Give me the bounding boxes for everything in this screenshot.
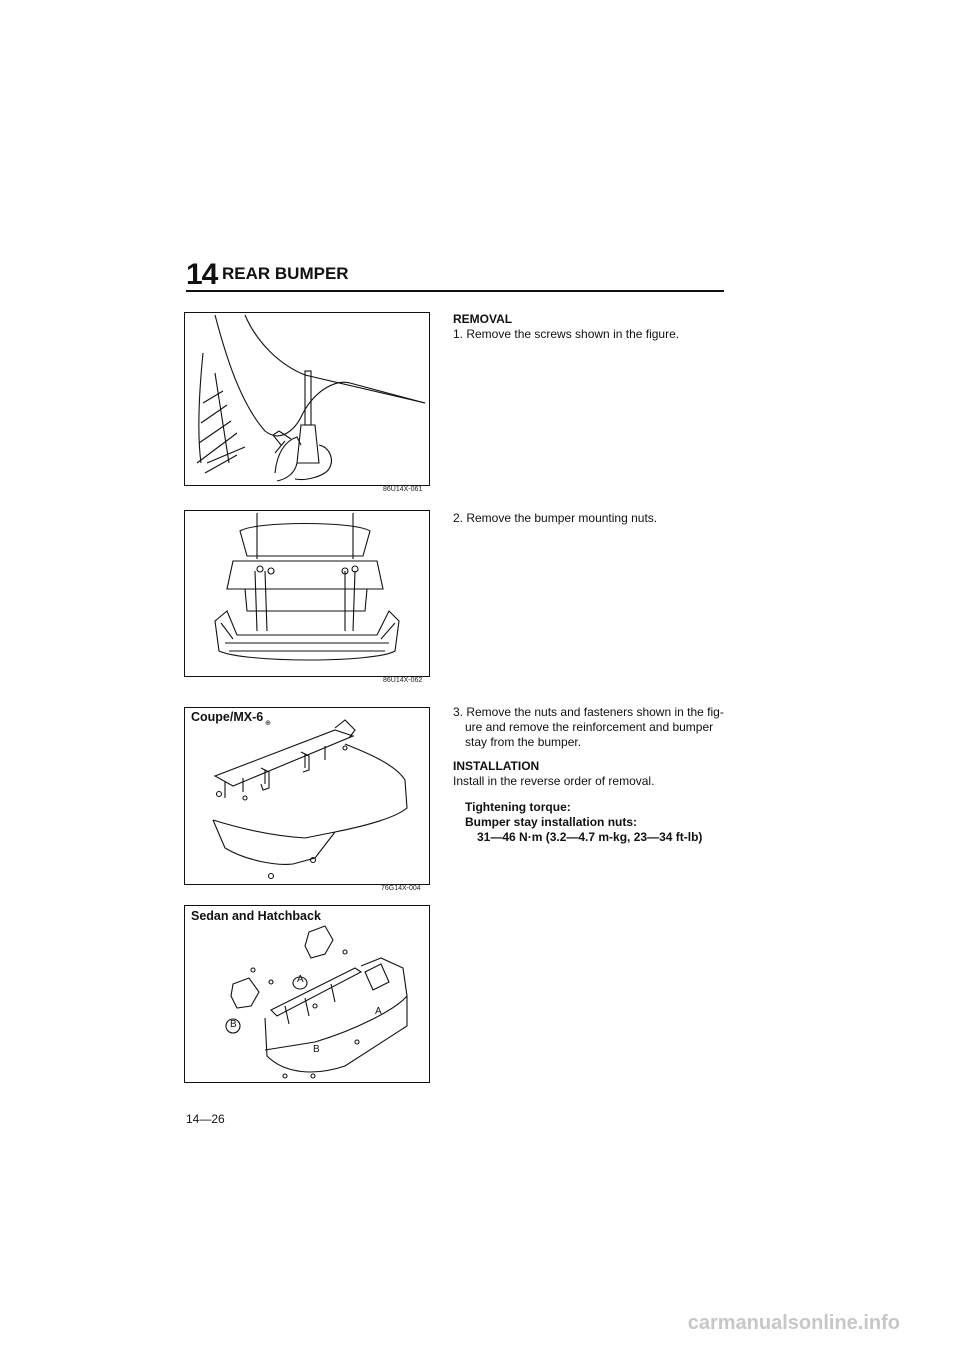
removal-step-1: 1. Remove the screws shown in the figure… xyxy=(453,327,680,341)
figure-label-coupe: Coupe/MX-6 xyxy=(191,710,264,724)
screw-removal-illustration xyxy=(196,314,426,482)
removal-step-3-line-2: ure and remove the reinforcement and bum… xyxy=(465,720,714,734)
figure-label-sedan: Sedan and Hatchback xyxy=(191,909,321,923)
figure-code-3: 76G14X-004 xyxy=(381,885,421,892)
figure-code-1: 86U14X-061 xyxy=(383,486,423,493)
callout-b-lower: B xyxy=(313,1044,320,1055)
callout-a-upper: A xyxy=(297,974,304,985)
figure-sedan-hatchback: Sedan and Hatchback A A B B xyxy=(184,905,430,1083)
svg-text:⊕: ⊕ xyxy=(265,720,271,727)
callout-a-right: A xyxy=(375,1006,382,1017)
installation-heading: INSTALLATION xyxy=(453,759,540,773)
figure-mounting-nuts xyxy=(184,510,430,677)
torque-heading: Tightening torque: xyxy=(465,800,571,814)
installation-text: Install in the reverse order of removal. xyxy=(453,774,655,788)
removal-step-3-line-1: 3. Remove the nuts and fasteners shown i… xyxy=(453,705,724,719)
removal-step-3-line-3: stay from the bumper. xyxy=(465,735,582,749)
page-number: 14—26 xyxy=(186,1112,225,1126)
figure-screw-removal xyxy=(184,312,430,486)
figure-code-2: 86U14X-062 xyxy=(383,677,423,684)
figure-coupe-mx6: Coupe/MX-6 ⊕ xyxy=(184,707,430,885)
section-title: REAR BUMPER xyxy=(222,264,349,283)
coupe-bumper-illustration: ⊕ xyxy=(212,719,408,880)
removal-heading: REMOVAL xyxy=(453,312,513,326)
torque-value: 31—46 N·m (3.2—4.7 m-kg, 23—34 ft-lb) xyxy=(477,830,703,844)
callout-b-left: B xyxy=(230,1019,237,1030)
section-number: 14 xyxy=(186,258,218,291)
watermark: carmanualsonline.info xyxy=(687,1312,900,1334)
sedan-bumper-illustration xyxy=(225,925,408,1079)
mounting-nuts-illustration xyxy=(214,513,400,661)
removal-step-2: 2. Remove the bumper mounting nuts. xyxy=(453,511,658,525)
header-rule xyxy=(186,290,724,292)
torque-item: Bumper stay installation nuts: xyxy=(465,815,638,829)
